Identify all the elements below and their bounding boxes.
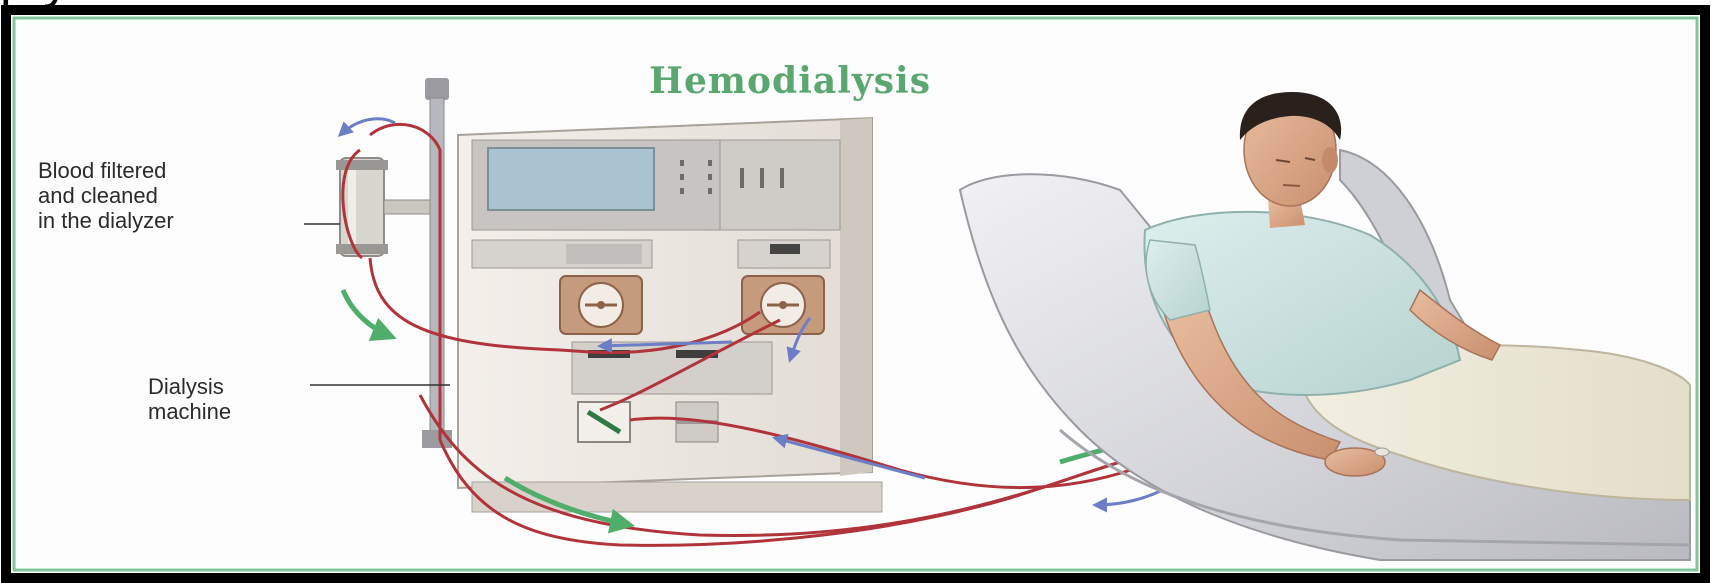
machine-label: Dialysis machine — [148, 374, 231, 424]
dialysis-machine — [458, 118, 882, 512]
diagram-title: Hemodialysis — [580, 60, 1000, 102]
dialyzer-label: Blood filtered and cleaned in the dialyz… — [38, 158, 174, 233]
blood-pump-right — [742, 276, 824, 334]
blood-pump-left — [560, 276, 642, 334]
machine-screen — [488, 148, 654, 210]
